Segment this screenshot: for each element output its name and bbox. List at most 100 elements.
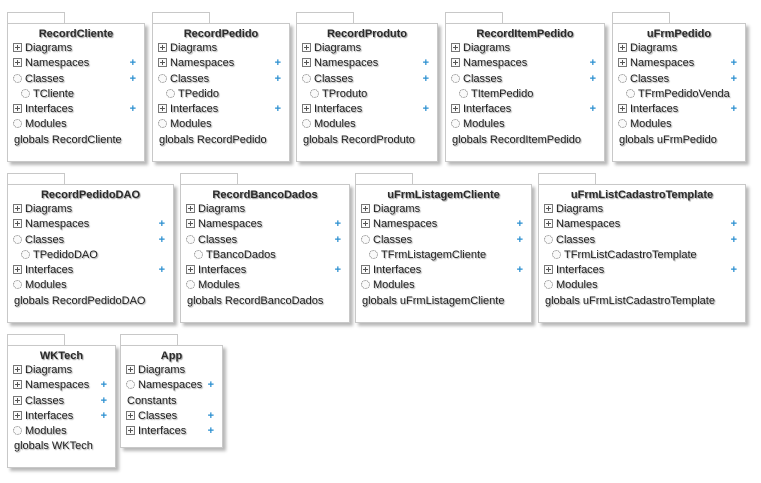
add-icon[interactable]: +: [334, 264, 341, 277]
add-icon[interactable]: +: [422, 57, 429, 70]
add-icon[interactable]: +: [730, 57, 737, 70]
add-icon[interactable]: +: [129, 72, 136, 85]
package-row[interactable]: Namespaces+: [8, 378, 115, 393]
expand-box-icon[interactable]: [544, 265, 553, 275]
package-row[interactable]: Modules: [297, 117, 437, 132]
add-icon[interactable]: +: [334, 233, 341, 246]
expand-box-icon[interactable]: [13, 265, 22, 275]
add-icon[interactable]: +: [730, 233, 737, 246]
add-icon[interactable]: +: [274, 103, 281, 116]
package-row[interactable]: Diagrams: [181, 202, 349, 217]
package-row[interactable]: Interfaces+: [8, 409, 115, 424]
expand-box-icon[interactable]: [361, 204, 370, 213]
expand-box-icon[interactable]: [158, 43, 167, 52]
package-row[interactable]: globals RecordItemPedido: [446, 133, 604, 148]
add-icon[interactable]: +: [334, 218, 341, 231]
package-row[interactable]: Modules: [153, 117, 289, 132]
expand-box-icon[interactable]: [186, 265, 195, 275]
expand-box-icon[interactable]: [451, 104, 460, 114]
expand-box-icon[interactable]: [618, 58, 627, 68]
expand-box-icon[interactable]: [13, 410, 22, 420]
add-icon[interactable]: +: [100, 379, 107, 392]
add-icon[interactable]: +: [207, 409, 214, 422]
add-icon[interactable]: +: [129, 57, 136, 70]
expand-box-icon[interactable]: [302, 58, 311, 68]
expand-box-icon[interactable]: [13, 395, 22, 405]
add-icon[interactable]: +: [730, 103, 737, 116]
add-icon[interactable]: +: [516, 264, 523, 277]
expand-box-icon[interactable]: [186, 219, 195, 229]
package-row[interactable]: Classes+: [446, 72, 604, 87]
add-icon[interactable]: +: [129, 103, 136, 116]
expand-box-icon[interactable]: [13, 104, 22, 114]
package-row[interactable]: Diagrams: [446, 41, 604, 56]
package-row[interactable]: Interfaces+: [446, 102, 604, 117]
package-row[interactable]: Modules: [356, 278, 531, 293]
add-icon[interactable]: +: [730, 264, 737, 277]
package-row[interactable]: Classes+: [8, 72, 144, 87]
add-icon[interactable]: +: [730, 218, 737, 231]
add-icon[interactable]: +: [274, 72, 281, 85]
add-icon[interactable]: +: [589, 103, 596, 116]
package-row[interactable]: Diagrams: [153, 41, 289, 56]
package-row[interactable]: globals RecordPedidoDAO: [8, 294, 173, 309]
expand-box-icon[interactable]: [618, 104, 627, 114]
package-row[interactable]: Interfaces+: [8, 102, 144, 117]
expand-box-icon[interactable]: [361, 265, 370, 275]
package-row[interactable]: Classes+: [121, 409, 222, 424]
package-row[interactable]: Namespaces+: [8, 56, 144, 71]
package-row[interactable]: Classes+: [181, 233, 349, 248]
package-row[interactable]: globals uFrmListagemCliente: [356, 294, 531, 309]
expand-box-icon[interactable]: [13, 43, 22, 52]
add-icon[interactable]: +: [516, 233, 523, 246]
expand-box-icon[interactable]: [13, 204, 22, 213]
package-row[interactable]: TProduto: [297, 87, 437, 102]
package-row[interactable]: globals RecordBancoDados: [181, 294, 349, 309]
add-icon[interactable]: +: [158, 218, 165, 231]
package-row[interactable]: Classes+: [8, 233, 173, 248]
package-row[interactable]: Namespaces+: [446, 56, 604, 71]
package-row[interactable]: TBancoDados: [181, 248, 349, 263]
package-row[interactable]: Interfaces+: [539, 263, 745, 278]
package-row[interactable]: TCliente: [8, 87, 144, 102]
expand-box-icon[interactable]: [13, 58, 22, 68]
package-row[interactable]: Diagrams: [8, 363, 115, 378]
expand-box-icon[interactable]: [13, 219, 22, 229]
package-row[interactable]: TPedido: [153, 87, 289, 102]
package-row[interactable]: Namespaces+: [8, 217, 173, 232]
add-icon[interactable]: +: [207, 379, 214, 392]
expand-box-icon[interactable]: [361, 219, 370, 229]
package-row[interactable]: Classes+: [539, 233, 745, 248]
package-row[interactable]: Diagrams: [8, 202, 173, 217]
package-row[interactable]: Modules: [613, 117, 745, 132]
add-icon[interactable]: +: [158, 233, 165, 246]
package-row[interactable]: Interfaces+: [297, 102, 437, 117]
expand-box-icon[interactable]: [126, 426, 135, 436]
package-row[interactable]: TItemPedido: [446, 87, 604, 102]
package-row[interactable]: Classes+: [8, 394, 115, 409]
add-icon[interactable]: +: [422, 103, 429, 116]
expand-box-icon[interactable]: [126, 365, 135, 374]
package-row[interactable]: Modules: [539, 278, 745, 293]
package-row[interactable]: Namespaces+: [297, 56, 437, 71]
expand-box-icon[interactable]: [186, 204, 195, 213]
package-row[interactable]: Classes+: [613, 72, 745, 87]
package-row[interactable]: Constants: [121, 394, 222, 409]
package-row[interactable]: Namespaces+: [613, 56, 745, 71]
add-icon[interactable]: +: [100, 394, 107, 407]
package-row[interactable]: Modules: [8, 117, 144, 132]
package-row[interactable]: Classes+: [153, 72, 289, 87]
package-row[interactable]: Interfaces+: [8, 263, 173, 278]
package-row[interactable]: Diagrams: [121, 363, 222, 378]
package-row[interactable]: TFrmListagemCliente: [356, 248, 531, 263]
expand-box-icon[interactable]: [13, 365, 22, 374]
package-row[interactable]: Classes+: [297, 72, 437, 87]
package-row[interactable]: Diagrams: [297, 41, 437, 56]
package-row[interactable]: Diagrams: [356, 202, 531, 217]
package-row[interactable]: Diagrams: [539, 202, 745, 217]
